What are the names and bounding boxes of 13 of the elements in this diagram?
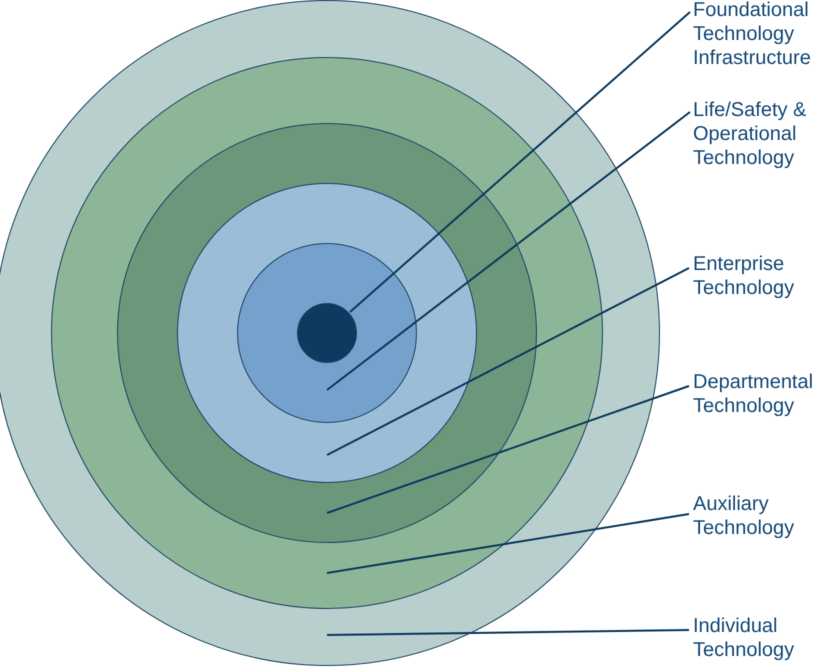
layer-label: Individual Technology — [693, 614, 831, 662]
layer-label: Life/Safety & Operational Technology — [693, 98, 831, 170]
leader-line — [326, 111, 691, 391]
layer-label: Foundational Technology Infrastructure — [693, 0, 831, 70]
leader-line — [326, 385, 690, 514]
layer-label: Enterprise Technology — [693, 252, 831, 300]
leader-line — [349, 11, 691, 313]
layer-label: Auxiliary Technology — [693, 492, 831, 540]
layer-label: Departmental Technology — [693, 370, 831, 418]
leader-line — [326, 267, 690, 456]
leader-line — [326, 629, 690, 636]
ring-region — [297, 303, 357, 363]
leader-line — [326, 513, 690, 574]
